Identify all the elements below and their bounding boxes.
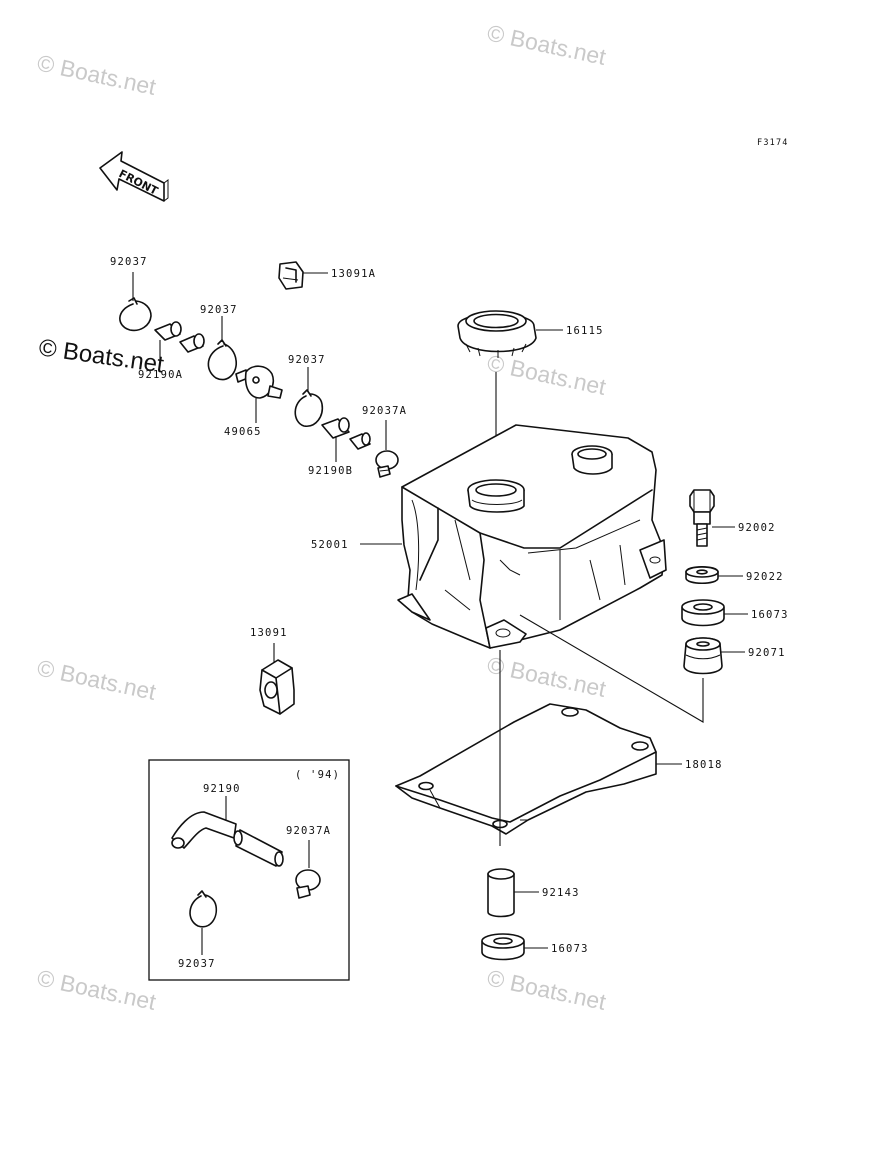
watermark-mid-right-2: © Boats.net — [485, 651, 609, 702]
watermark-mid-right: © Boats.net — [485, 349, 609, 400]
fuel-cap-16115 — [457, 310, 537, 358]
watermark-bottom-right: © Boats.net — [485, 964, 609, 1015]
clamp-92037-inset — [189, 890, 218, 928]
label-92037-b: 92037 — [200, 304, 238, 316]
clamp-92037a — [375, 450, 399, 478]
label-16073-b: 16073 — [551, 943, 589, 955]
label-92037-a: 92037 — [110, 256, 148, 268]
watermark-top-right: © Boats.net — [485, 19, 609, 70]
mount-alignment-line — [519, 614, 704, 723]
inset-note: ( '94) — [295, 769, 340, 781]
valve-49065 — [235, 365, 283, 399]
watermark-mid-left: © Boats.net — [35, 654, 159, 705]
bracket-18018 — [395, 703, 657, 835]
front-arrow-icon: FRONT — [99, 151, 169, 202]
clamp-92037-third — [294, 389, 324, 427]
clamp-92037-second — [207, 339, 238, 381]
grommet-16073-upper — [681, 599, 725, 627]
label-92022: 92022 — [746, 571, 784, 583]
rubber-block-13091 — [259, 659, 295, 715]
label-92037a-b: 92037A — [286, 825, 331, 837]
clamp-92037a-inset — [295, 869, 321, 899]
part-13091a — [278, 261, 304, 290]
label-49065: 49065 — [224, 426, 262, 438]
figure-code: F3174 — [757, 138, 789, 148]
label-16115: 16115 — [566, 325, 604, 337]
label-92071: 92071 — [748, 647, 786, 659]
label-13091a: 13091A — [331, 268, 376, 280]
grommet-92071 — [683, 637, 723, 675]
label-92143: 92143 — [542, 887, 580, 899]
bolt-92002 — [689, 489, 715, 547]
watermark-top-left: © Boats.net — [35, 49, 159, 100]
spacer-92143 — [487, 868, 515, 918]
label-92037-d: 92037 — [178, 958, 216, 970]
label-92190b: 92190B — [308, 465, 353, 477]
label-13091: 13091 — [250, 627, 288, 639]
label-92002: 92002 — [738, 522, 776, 534]
grommet-16073-lower — [481, 933, 525, 961]
label-16073-a: 16073 — [751, 609, 789, 621]
hose-92190b — [321, 417, 371, 450]
label-92037-c: 92037 — [288, 354, 326, 366]
hose-92190 — [171, 811, 284, 867]
washer-92022 — [685, 565, 719, 585]
inset-box-94: ( '94) 92190 92037A 92037 — [148, 759, 350, 981]
hose-92190a — [154, 321, 205, 353]
clamp-92037-left — [119, 297, 152, 332]
label-92037a-a: 92037A — [362, 405, 407, 417]
watermark-bottom-left: © Boats.net — [35, 964, 159, 1015]
label-92190a: 92190A — [138, 369, 183, 381]
fuel-tank-52001 — [397, 424, 667, 649]
label-18018: 18018 — [685, 759, 723, 771]
label-52001: 52001 — [311, 539, 349, 551]
label-92190: 92190 — [203, 783, 241, 795]
